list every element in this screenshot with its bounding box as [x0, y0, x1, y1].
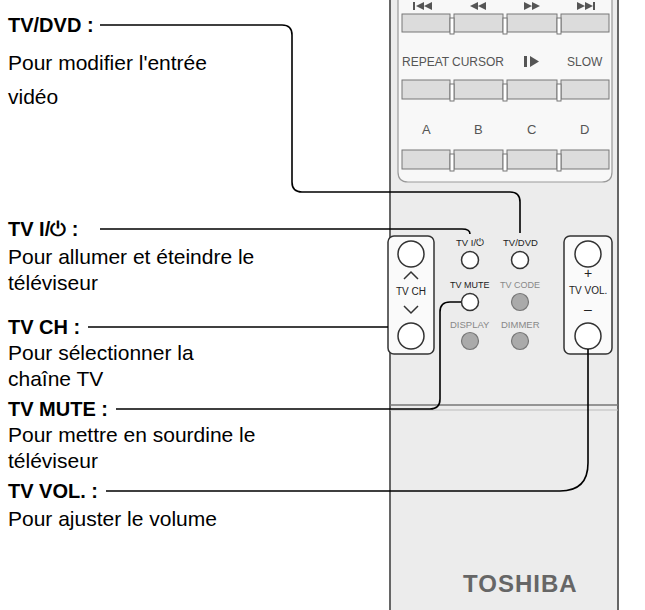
- callout-title: TV I/⏻ :: [8, 216, 78, 242]
- button-label: SLOW: [567, 55, 602, 69]
- button-label: TV CODE: [500, 280, 540, 291]
- power-button: [462, 252, 479, 269]
- channel-up-button: [398, 241, 424, 267]
- callout-description: Pour sélectionner la chaîne TV: [8, 340, 261, 392]
- button-label: TV/DVD: [503, 237, 538, 248]
- button-label: DIMMER: [501, 319, 540, 330]
- button-rows: [402, 14, 609, 169]
- channel-down-button: [398, 323, 424, 349]
- brand-logo: TOSHIBA: [463, 569, 578, 598]
- volume-bracket: [564, 236, 612, 354]
- callout-description: Pour mettre en sourdine le téléviseur: [8, 422, 261, 474]
- dimmer-button: [512, 333, 529, 350]
- button-label: C: [527, 122, 536, 138]
- channel-bracket: [388, 236, 434, 354]
- display-button: [462, 333, 479, 350]
- callout-description: Pour allumer et éteindre le téléviseur: [8, 244, 261, 296]
- button-dividers: [450, 18, 561, 171]
- button-panel: [398, 0, 612, 182]
- button-label: TV CH: [396, 286, 426, 298]
- up-chevron: [404, 272, 418, 279]
- body-seam: [390, 404, 618, 406]
- button-label: B: [474, 122, 483, 138]
- button-label: CURSOR: [452, 55, 504, 69]
- down-chevron: [404, 306, 418, 313]
- callout-description: Pour modifier l'entrée vidéo: [8, 46, 261, 114]
- button-label: +: [584, 265, 592, 282]
- callout-title: TV MUTE :: [8, 396, 108, 422]
- tvdvd-button: [512, 252, 529, 269]
- callout-title: TV VOL. :: [8, 478, 98, 504]
- volume-down-button: [575, 323, 601, 349]
- mute-button: [462, 294, 479, 311]
- button-label: REPEAT: [402, 55, 449, 69]
- button-label: TV I/⏻: [456, 237, 484, 248]
- tvcode-button: [512, 294, 529, 311]
- button-label: D: [580, 122, 589, 138]
- button-label: A: [422, 122, 431, 138]
- callout-title: TV/DVD :: [8, 12, 94, 38]
- volume-up-button: [575, 241, 601, 267]
- callout-description: Pour ajuster le volume: [8, 506, 261, 532]
- button-label: –: [584, 301, 592, 318]
- callout-title: TV CH :: [8, 314, 80, 340]
- button-label: TV VOL.: [569, 285, 607, 297]
- button-label: DISPLAY: [450, 319, 489, 330]
- button-label: TV MUTE: [450, 280, 490, 291]
